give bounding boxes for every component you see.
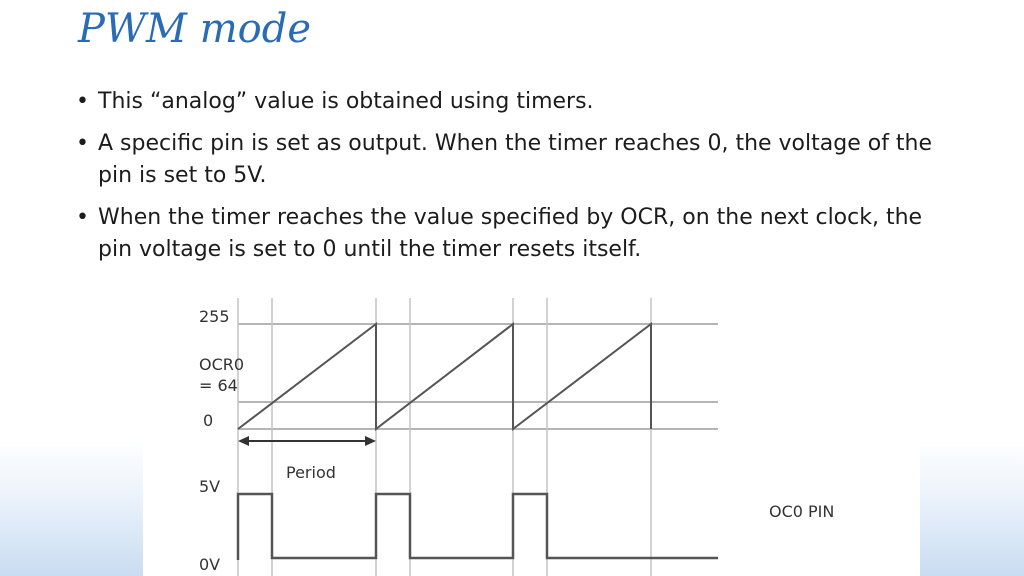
- timer-sawtooth: [237, 321, 652, 432]
- label-high: 5V: [199, 477, 220, 496]
- label-period: Period: [286, 463, 336, 482]
- pwm-diagram: 255 OCR0 = 64 0 Period 5V 0V OC0 PIN: [143, 290, 920, 576]
- bullet-list: This “analog” value is obtained using ti…: [76, 86, 956, 276]
- label-pin: OC0 PIN: [769, 502, 834, 521]
- period-arrow-right-head: [365, 436, 376, 446]
- label-ocr: OCR0: [199, 355, 244, 374]
- label-zero: 0: [203, 411, 213, 430]
- period-arrow-left-head: [238, 436, 249, 446]
- label-ocr-value: = 64: [199, 376, 238, 395]
- bullet-item: When the timer reaches the value specifi…: [76, 202, 956, 266]
- label-max: 255: [199, 307, 230, 326]
- bullet-item: A specific pin is set as output. When th…: [76, 128, 956, 192]
- slide-title: PWM mode: [78, 6, 311, 52]
- bullet-item: This “analog” value is obtained using ti…: [76, 86, 956, 118]
- pwm-diagram-svg: 255 OCR0 = 64 0 Period 5V 0V OC0 PIN: [199, 298, 834, 576]
- label-low: 0V: [199, 555, 220, 574]
- pwm-output-waveform: [236, 492, 718, 560]
